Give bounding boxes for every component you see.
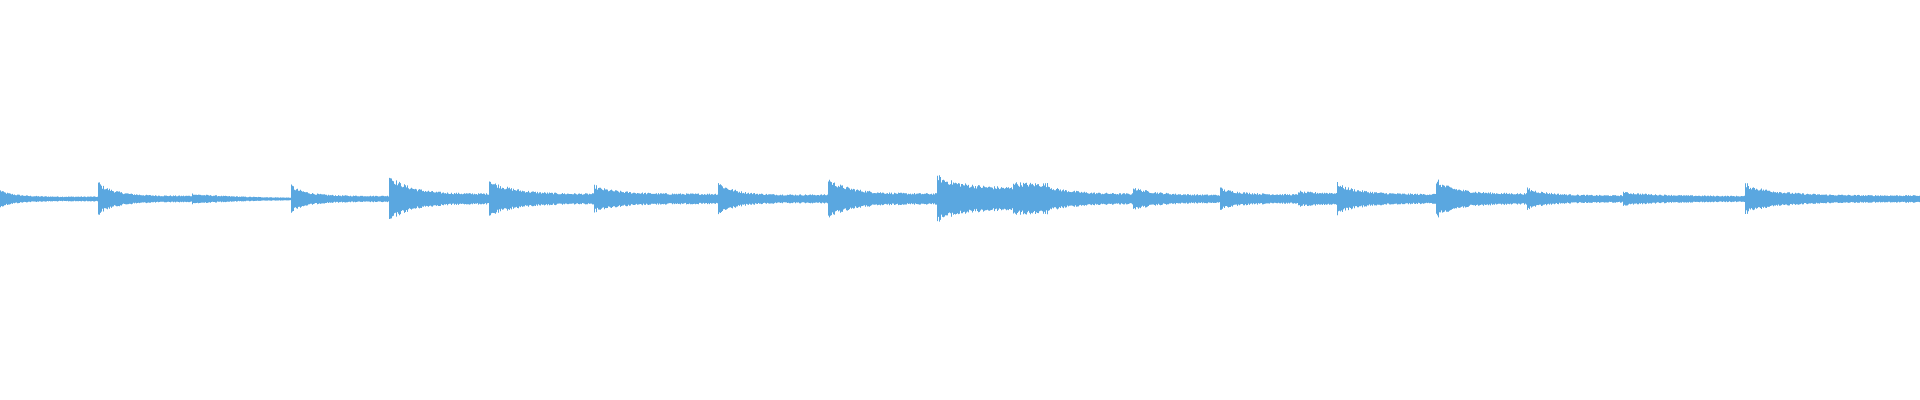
waveform-segment bbox=[1133, 188, 1220, 210]
waveform-segment bbox=[937, 175, 1013, 222]
waveform-segment bbox=[98, 182, 192, 215]
waveform-segment bbox=[828, 179, 937, 218]
waveform-segment bbox=[718, 183, 828, 215]
waveform-segment bbox=[489, 181, 594, 216]
waveform-segments bbox=[0, 175, 1920, 222]
waveform-segment bbox=[1220, 187, 1298, 210]
waveform-segment bbox=[1048, 186, 1133, 211]
waveform-segment bbox=[389, 177, 489, 219]
waveform-segment bbox=[291, 184, 389, 213]
waveform-segment bbox=[0, 190, 98, 208]
waveform-segment bbox=[1745, 183, 1920, 214]
waveform-segment bbox=[594, 184, 718, 213]
waveform-segment bbox=[1013, 182, 1048, 215]
waveform-segment bbox=[192, 193, 291, 205]
waveform-segment bbox=[1436, 179, 1527, 218]
waveform-segment bbox=[1337, 182, 1436, 216]
waveform-segment bbox=[1298, 190, 1337, 207]
waveform-segment bbox=[1623, 191, 1745, 206]
waveform-segment bbox=[1527, 187, 1623, 210]
